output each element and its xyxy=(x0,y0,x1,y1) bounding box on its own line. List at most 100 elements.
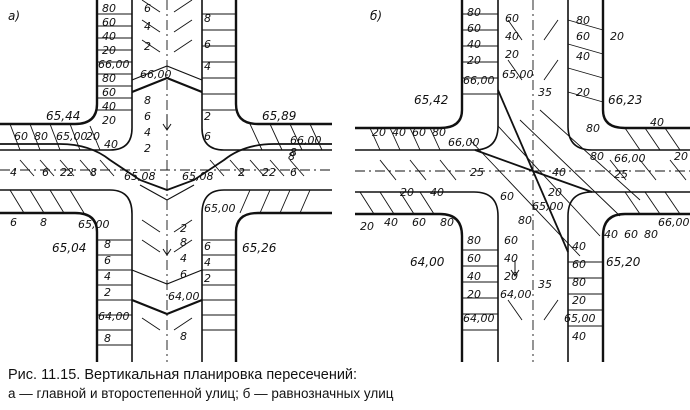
label: 8 xyxy=(204,12,211,25)
label: 60 xyxy=(102,16,116,29)
figure-caption: Рис. 11.15. Вертикальная планировка пере… xyxy=(8,366,684,403)
panel-b-side-labels: 20 40 60 80 20 xyxy=(576,14,624,99)
label: 4 xyxy=(204,60,211,73)
label: 60 xyxy=(467,22,481,35)
elevation: 65,20 xyxy=(606,255,641,269)
panel-a-bottom-left-labels: 6 8 65,00 8 6 4 2 64,00 8 xyxy=(10,216,130,345)
label: 4 xyxy=(144,126,151,139)
label: 80 xyxy=(590,150,604,163)
label: 20 xyxy=(610,30,624,43)
elevation: 65,44 xyxy=(46,109,80,123)
label: 80 xyxy=(102,72,116,85)
elevation: 65,42 xyxy=(414,93,448,107)
label: 22 xyxy=(262,166,276,179)
label: 60 xyxy=(624,228,638,241)
label: 40 xyxy=(572,330,586,343)
label: 80 xyxy=(102,2,116,15)
label: 40 xyxy=(392,126,406,139)
label: 20 xyxy=(400,186,414,199)
label: 25 xyxy=(614,168,628,181)
label: 60 xyxy=(467,252,481,265)
label: 65,00 xyxy=(204,202,236,215)
label: 40 xyxy=(430,186,444,199)
elevation: 64,00 xyxy=(410,255,445,269)
label: 80 xyxy=(34,130,48,143)
label: 6 xyxy=(10,216,17,229)
label: 8 xyxy=(144,94,151,107)
label: 80 xyxy=(440,216,454,229)
panel-a-right-labels: 8 66,00 xyxy=(288,134,322,163)
caption-line-1: Рис. 11.15. Вертикальная планировка пере… xyxy=(8,367,358,383)
label: 65,00 xyxy=(78,218,110,231)
label: 2 xyxy=(204,110,211,123)
label: 20 xyxy=(86,130,100,143)
label: 20 xyxy=(467,288,481,301)
label: 66,00 xyxy=(98,58,130,71)
label: 8 xyxy=(180,236,187,249)
label: 20 xyxy=(572,294,586,307)
label: 25 xyxy=(470,166,484,179)
label: 80 xyxy=(644,228,658,241)
label: 22 xyxy=(60,166,74,179)
label: 64,00 xyxy=(168,290,200,303)
label: 4 xyxy=(104,270,111,283)
label: 40 xyxy=(504,252,518,265)
panel-b-letter: б) xyxy=(370,9,382,23)
label: 20 xyxy=(576,86,590,99)
label: 40 xyxy=(102,30,116,43)
panel-a-top-labels: 80 60 40 20 66,00 80 60 40 20 xyxy=(98,2,130,127)
label: 65,08 xyxy=(182,170,214,183)
label: 40 xyxy=(650,116,664,129)
panel-b-bottom-labels: 60 40 20 64,00 35 80 60 40 20 64,00 40 6… xyxy=(463,234,596,343)
label: 2 xyxy=(238,166,245,179)
label: 40 xyxy=(576,50,590,63)
panel-a xyxy=(0,0,332,362)
label: 80 xyxy=(572,276,586,289)
label: 80 xyxy=(518,214,532,227)
panel-a-center-labels: 4 6 22 8 65,08 65,08 2 22 6 xyxy=(10,166,297,183)
panel-b-left-labels: 20 40 60 80 66,00 20 40 60 80 xyxy=(360,126,480,233)
label: 60 xyxy=(14,130,28,143)
label: 60 xyxy=(576,30,590,43)
elevation: 65,26 xyxy=(242,241,277,255)
label: 8 xyxy=(104,238,111,251)
label: 4 xyxy=(144,20,151,33)
label: 20 xyxy=(467,54,481,67)
label: 35 xyxy=(538,278,552,291)
label: 65,00 xyxy=(564,312,596,325)
label: 40 xyxy=(467,270,481,283)
label: 60 xyxy=(500,190,514,203)
panel-b-right-labels: 40 20 66,00 80 25 40 60 80 66,00 xyxy=(590,116,690,241)
panel-a-letter: а) xyxy=(8,9,20,23)
elevation: 66,23 xyxy=(608,93,642,107)
label: 20 xyxy=(102,44,116,57)
label: 2 xyxy=(144,40,151,53)
label: 80 xyxy=(467,6,481,19)
label: 8 xyxy=(288,150,295,163)
label: 6 xyxy=(290,166,297,179)
label: 66,00 xyxy=(658,216,690,229)
label: 40 xyxy=(604,228,618,241)
label: 8 xyxy=(290,146,297,159)
label: 40 xyxy=(505,30,519,43)
label: 40 xyxy=(552,166,566,179)
label: 64,00 xyxy=(500,288,532,301)
label: 40 xyxy=(572,240,586,253)
label: 65,00 xyxy=(502,68,534,81)
label: 80 xyxy=(467,234,481,247)
label: 40 xyxy=(467,38,481,51)
label: 20 xyxy=(674,150,688,163)
label: 20 xyxy=(548,186,562,199)
label: 35 xyxy=(538,86,552,99)
label: 80 xyxy=(576,14,590,27)
label: 64,00 xyxy=(98,310,130,323)
label: 66,00 xyxy=(290,134,322,147)
label: 2 xyxy=(180,222,187,235)
label: 6 xyxy=(42,166,49,179)
label: 65,00 xyxy=(532,200,564,213)
label: 2 xyxy=(104,286,111,299)
label: 80 xyxy=(432,126,446,139)
label: 40 xyxy=(104,138,118,151)
label: 66,00 xyxy=(463,74,495,87)
